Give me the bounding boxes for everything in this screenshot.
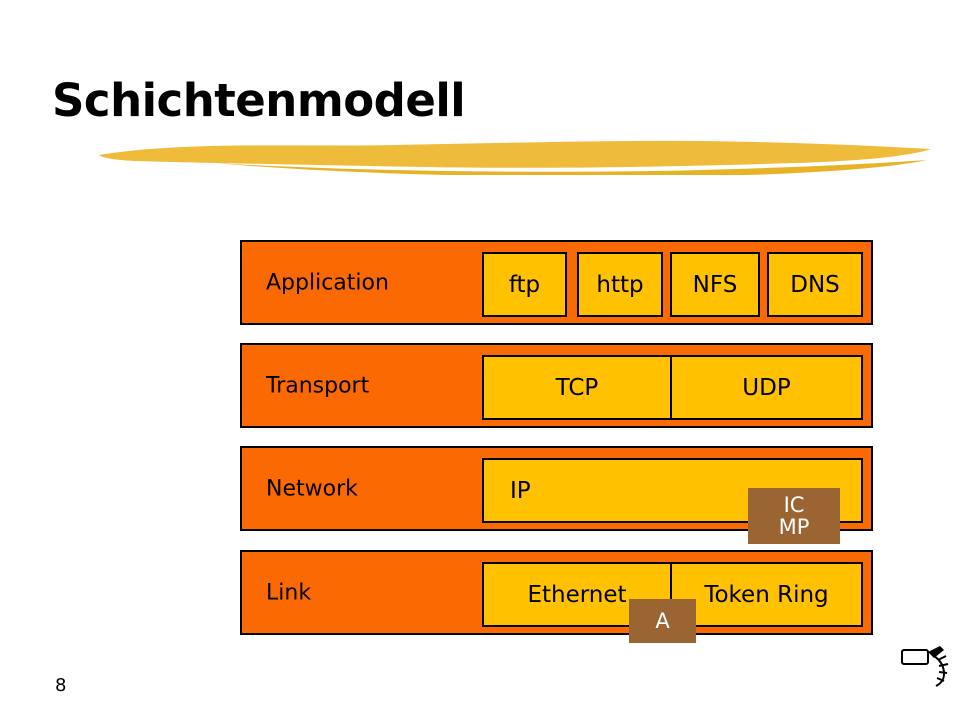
protocol-box-tcp: TCP [482,355,672,420]
layer-row-link: Link Ethernet Token Ring [240,550,873,635]
layer-label-transport: Transport [266,373,370,398]
icmp-line-1: IC [783,492,805,517]
page-title: Schichtenmodell [52,74,466,127]
brush-stroke-decoration [99,140,931,175]
layer-label-network: Network [266,476,358,501]
hand-pointer-icon [901,646,949,687]
protocol-box-nfs: NFS [670,252,760,317]
layer-label-application: Application [266,270,389,295]
layer-row-transport: Transport TCP UDP [240,343,873,428]
protocol-box-udp: UDP [670,355,863,420]
layer-label-link: Link [266,580,312,605]
protocol-box-ftp: ftp [482,252,567,317]
page-number: 8 [55,675,67,696]
protocol-stack-diagram: Application ftp http NFS DNS Transport T… [240,240,878,650]
layer-row-application: Application ftp http NFS DNS [240,240,873,325]
icmp-line-2: MP [778,515,810,539]
protocol-box-http: http [577,252,663,317]
protocol-box-arp: A [629,599,696,643]
protocol-box-token-ring: Token Ring [670,562,863,627]
protocol-box-icmp: IC MP [748,488,840,544]
protocol-box-dns: DNS [767,252,863,317]
